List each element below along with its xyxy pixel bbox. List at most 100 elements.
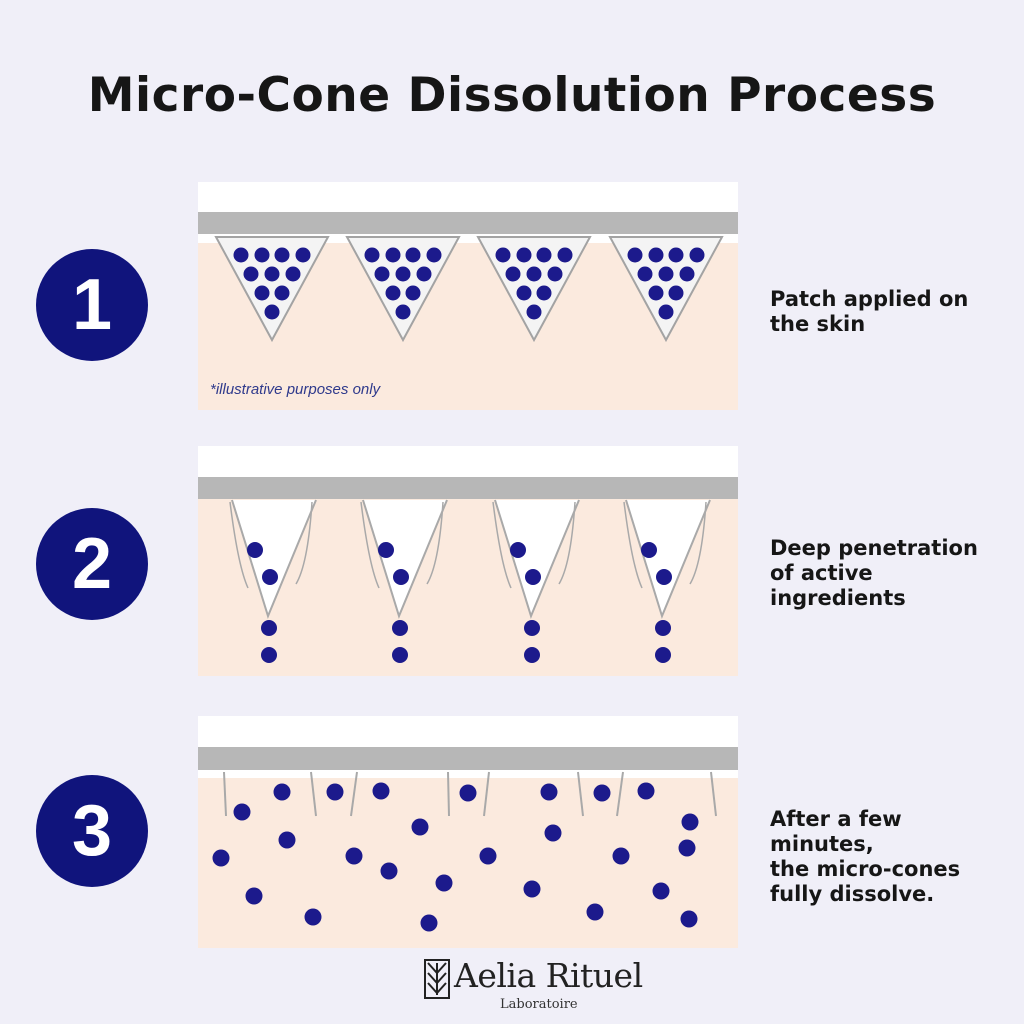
active-particle xyxy=(680,910,698,928)
active-particle xyxy=(679,266,695,282)
active-particle xyxy=(420,914,438,932)
step-1-illustration xyxy=(198,182,738,410)
dissolved-remnant xyxy=(223,771,227,817)
active-particle xyxy=(678,839,696,857)
active-particle xyxy=(524,620,540,636)
active-particle xyxy=(459,784,477,802)
active-particle xyxy=(393,569,409,585)
page-title: Micro-Cone Dissolution Process xyxy=(87,68,937,123)
active-particle xyxy=(392,647,408,663)
step-3-illustration xyxy=(198,716,738,948)
logo-subtitle: Laboratoire xyxy=(500,997,578,1012)
active-particle xyxy=(656,569,672,585)
active-particle xyxy=(233,803,251,821)
logo-mark-icon xyxy=(424,959,450,999)
active-particle xyxy=(212,849,230,867)
active-particle xyxy=(374,266,390,282)
dissolved-remnant xyxy=(710,771,717,817)
dissolved-remnant xyxy=(447,771,450,817)
active-particle xyxy=(495,247,511,263)
active-particle xyxy=(510,542,526,558)
active-particle xyxy=(395,304,411,320)
active-particle xyxy=(516,285,532,301)
penetration-diagram xyxy=(198,446,738,676)
active-particle xyxy=(372,782,390,800)
active-particle xyxy=(689,247,705,263)
step-1-number: 1 xyxy=(71,265,113,345)
micro-cone xyxy=(495,500,579,616)
active-particle xyxy=(648,247,664,263)
active-particle xyxy=(378,542,394,558)
active-particle xyxy=(295,247,311,263)
dissolved-diagram xyxy=(198,716,738,948)
active-particle xyxy=(278,831,296,849)
step-2-illustration xyxy=(198,446,738,676)
dissolving-edge xyxy=(689,501,707,585)
active-particle xyxy=(681,813,699,831)
active-particle xyxy=(385,285,401,301)
dissolving-edge xyxy=(623,501,643,589)
active-particle xyxy=(411,818,429,836)
active-particle xyxy=(364,247,380,263)
micro-cone-outline xyxy=(231,499,317,619)
active-particle xyxy=(405,285,421,301)
dissolving-edge xyxy=(558,501,576,585)
active-particle xyxy=(245,887,263,905)
active-particle xyxy=(395,266,411,282)
active-particle xyxy=(593,784,611,802)
active-particle xyxy=(526,304,542,320)
active-particle xyxy=(627,247,643,263)
micro-cone xyxy=(608,236,724,343)
active-particle xyxy=(233,247,249,263)
step-3-badge: 3 xyxy=(36,775,148,887)
active-particle xyxy=(261,620,277,636)
micro-cone xyxy=(232,500,316,616)
active-particle xyxy=(526,266,542,282)
dissolved-remnant xyxy=(577,771,584,817)
active-particle xyxy=(612,847,630,865)
active-particle xyxy=(264,304,280,320)
step-2-badge: 2 xyxy=(36,508,148,620)
active-particle xyxy=(405,247,421,263)
active-particle xyxy=(261,647,277,663)
micro-cone xyxy=(214,236,330,343)
micro-cone-outline xyxy=(494,499,580,619)
dissolved-remnant xyxy=(310,771,317,817)
micro-cone-outline xyxy=(362,499,448,619)
active-particle xyxy=(516,247,532,263)
active-particle xyxy=(416,266,432,282)
active-particle xyxy=(655,647,671,663)
active-particle xyxy=(262,569,278,585)
active-particle xyxy=(536,285,552,301)
active-particle xyxy=(247,542,263,558)
active-particle xyxy=(668,285,684,301)
active-particle xyxy=(274,285,290,301)
active-particle xyxy=(586,903,604,921)
active-particle xyxy=(264,266,280,282)
active-particle xyxy=(479,847,497,865)
micro-cone xyxy=(345,236,461,343)
illustrative-note: *illustrative purposes only xyxy=(210,381,381,398)
micro-cone xyxy=(626,500,710,616)
active-particle xyxy=(637,782,655,800)
dissolved-remnant xyxy=(483,771,490,817)
active-particle xyxy=(345,847,363,865)
active-particle xyxy=(523,880,541,898)
logo-name: Aelia Rituel xyxy=(454,956,643,995)
active-particle xyxy=(435,874,453,892)
dissolving-edge xyxy=(360,501,380,589)
active-particle xyxy=(557,247,573,263)
active-particle xyxy=(652,882,670,900)
active-particle xyxy=(637,266,653,282)
active-particle xyxy=(243,266,259,282)
step-3-caption: After a few minutes, the micro-cones ful… xyxy=(770,807,961,906)
step-3-number: 3 xyxy=(71,791,113,871)
active-particle xyxy=(547,266,563,282)
step-2-caption: Deep penetration of active ingredients xyxy=(770,536,978,610)
active-particle xyxy=(426,247,442,263)
active-particle xyxy=(285,266,301,282)
dissolved-remnant xyxy=(350,771,358,817)
active-particle xyxy=(380,862,398,880)
active-particle xyxy=(540,783,558,801)
active-particle xyxy=(641,542,657,558)
